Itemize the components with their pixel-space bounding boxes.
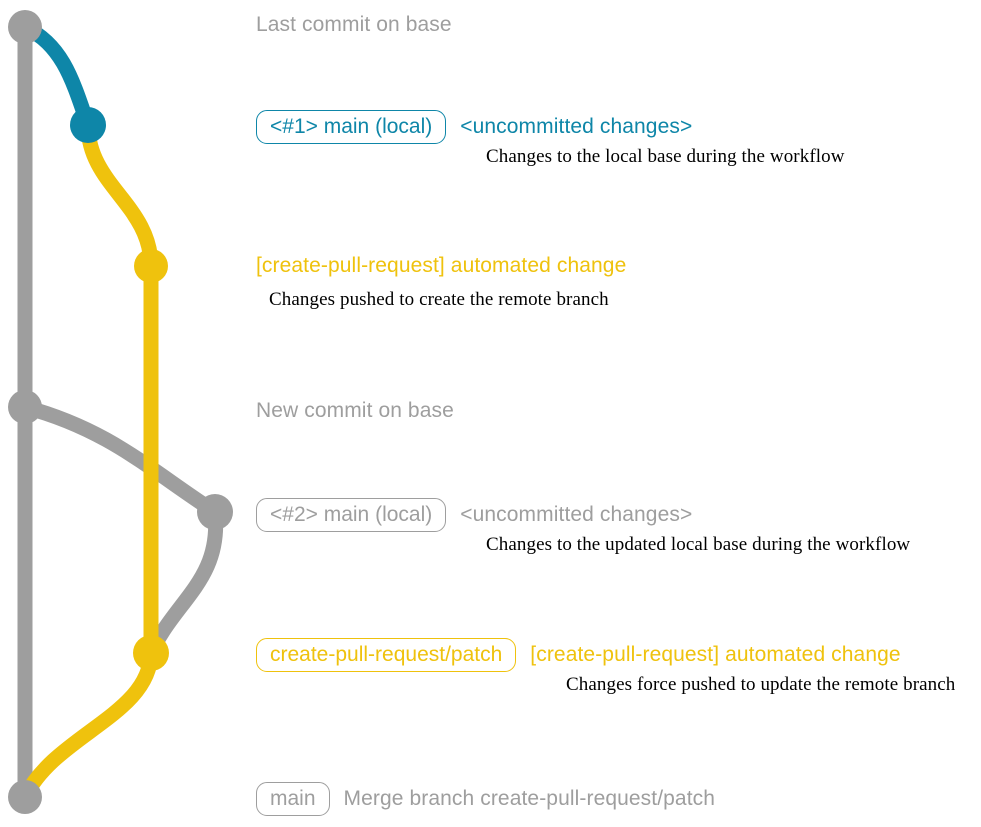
row-automated-change-2: create-pull-request/patch [create-pull-r… [256,638,901,672]
commit-subject: <uncommitted changes> [460,503,693,526]
commit-subject: <uncommitted changes> [460,115,693,138]
commit-subject: Last commit on base [256,13,452,36]
node-local-1[interactable] [70,107,106,143]
edge-base-to-local2 [17,399,223,520]
commit-subject: [create-pull-request] automated change [256,254,627,277]
row-local-1: <#1> main (local) <uncommitted changes> [256,110,692,144]
row-automated-change-1: [create-pull-request] automated change [256,254,626,278]
edge-patch2-to-merge [17,645,159,805]
node-patch-2[interactable] [133,635,169,671]
row-merge-commit: main Merge branch create-pull-request/pa… [256,782,715,816]
commit-description: Changes force pushed to update the remot… [566,674,956,695]
branch-badge-patch[interactable]: create-pull-request/patch [256,638,517,672]
node-patch-1[interactable] [134,249,168,283]
node-base-merge[interactable] [8,780,42,814]
branch-badge-local-2[interactable]: <#2> main (local) [256,498,447,532]
commit-subject: [create-pull-request] automated change [530,643,901,666]
edge-local1-to-patch1 [80,117,159,274]
branch-badge-main[interactable]: main [256,782,330,816]
node-base-top[interactable] [8,10,42,44]
row-new-commit-on-base: New commit on base [256,399,454,423]
edge-local2-to-patch2 [143,504,224,661]
row-last-commit-on-base: Last commit on base [256,13,452,37]
commit-subject: New commit on base [256,399,454,422]
commit-description: Changes to the updated local base during… [486,534,911,555]
node-local-2[interactable] [197,494,233,530]
commit-subject: Merge branch create-pull-request/patch [343,787,716,810]
commit-description: Changes pushed to create the remote bran… [269,289,609,310]
branch-badge-local-1[interactable]: <#1> main (local) [256,110,447,144]
node-base-new[interactable] [8,390,42,424]
commit-description: Changes to the local base during the wor… [486,146,845,167]
row-local-2: <#2> main (local) <uncommitted changes> [256,498,692,532]
